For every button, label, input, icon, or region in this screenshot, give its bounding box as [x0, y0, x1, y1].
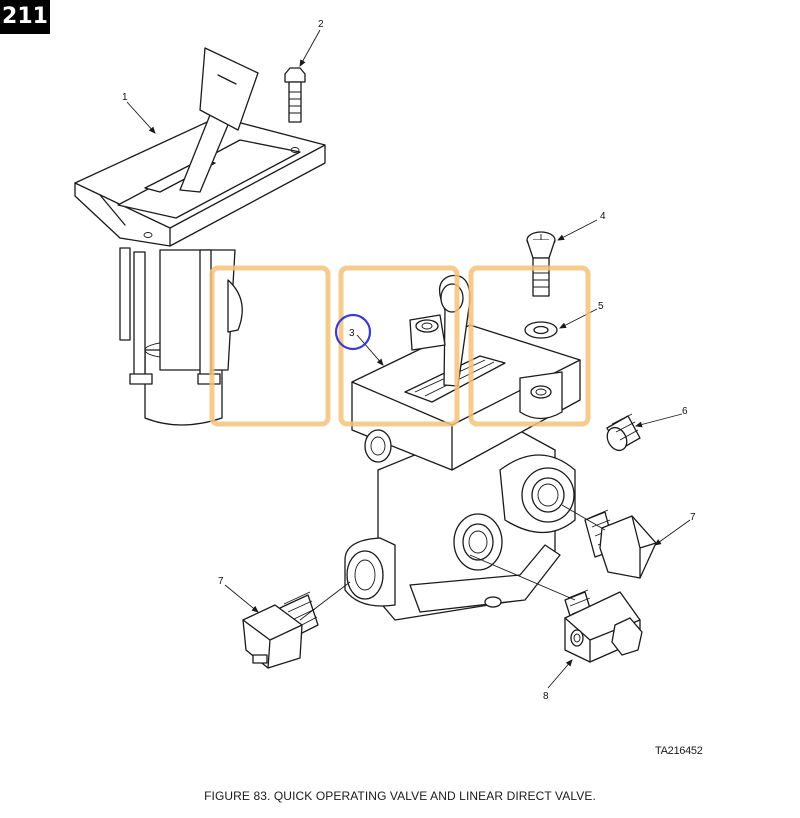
- callout-6: 6: [682, 406, 688, 417]
- bolt-drawing: [284, 67, 306, 123]
- quick-operating-valve-drawing: [74, 47, 326, 426]
- callout-labels: 1 2 3 4 5 6 7 7 8: [122, 19, 696, 702]
- callout-4: 4: [600, 211, 606, 222]
- callout-5: 5: [598, 301, 604, 312]
- elbow-fitting-right-drawing: [584, 509, 657, 579]
- highlight-box-left: [209, 265, 331, 427]
- callout-1: 1: [122, 92, 128, 103]
- drawing-reference-code: TA216452: [655, 745, 703, 757]
- highlight-box-right: [468, 265, 591, 427]
- callout-3-highlight-circle: [334, 313, 372, 351]
- washer-drawing: [524, 321, 558, 339]
- callout-8: 8: [543, 691, 549, 702]
- screw-drawing: [526, 231, 556, 297]
- leader-lines: [126, 29, 691, 689]
- callout-7-left: 7: [218, 576, 224, 587]
- highlight-box-center: [338, 265, 460, 427]
- callout-2: 2: [318, 19, 324, 30]
- plug-drawing: [606, 413, 641, 452]
- callout-3: 3: [349, 328, 355, 339]
- page-number-badge: 211: [0, 0, 50, 34]
- figure-caption: FIGURE 83. QUICK OPERATING VALVE AND LIN…: [204, 789, 596, 803]
- tee-fitting-drawing: [564, 589, 643, 663]
- elbow-fitting-left-drawing: [242, 591, 319, 669]
- highlight-boxes: [209, 265, 591, 427]
- callout-7-right: 7: [690, 512, 696, 523]
